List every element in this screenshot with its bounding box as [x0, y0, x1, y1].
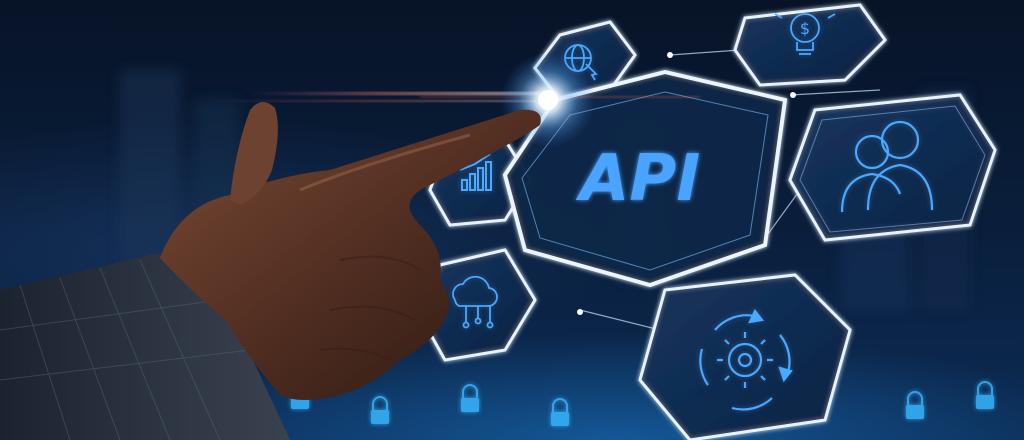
gear-cycle-icon — [699, 308, 793, 411]
hexagon-tile-users — [788, 93, 997, 242]
padlock-icon — [551, 398, 569, 426]
bar-chart-icon — [459, 153, 492, 191]
hexagon-tile-gear — [638, 273, 852, 440]
api-label: API — [575, 142, 700, 216]
lightbulb-dollar-icon: $ — [774, 13, 836, 55]
hand-pointing — [0, 101, 541, 440]
users-icon — [840, 120, 934, 213]
padlock-icon — [906, 391, 924, 419]
padlock-icon — [371, 396, 389, 424]
padlock-icon — [461, 384, 479, 412]
padlock-icon — [976, 381, 994, 409]
cloud-circuit-icon — [452, 275, 498, 329]
padlock-icon-row — [291, 381, 994, 426]
hexagon-tile-lightbulb: $ — [733, 3, 887, 87]
svg-text:$: $ — [800, 19, 810, 38]
